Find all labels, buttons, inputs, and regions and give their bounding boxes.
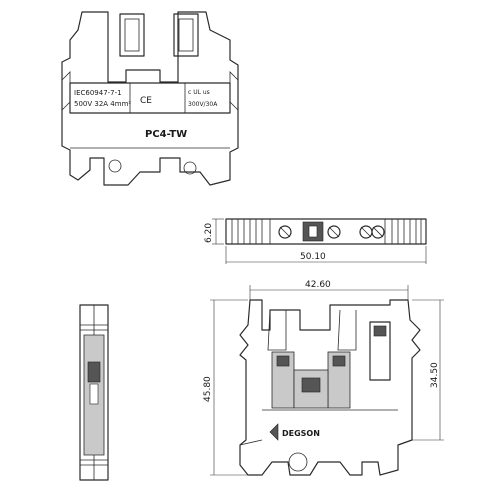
front-view-side-notches <box>61 71 239 111</box>
screw-left-outer <box>278 225 292 239</box>
main-view-inner-height-dimension: 34.50 <box>412 299 444 441</box>
main-view-foot-hole <box>288 452 308 472</box>
screw-left-inner <box>327 225 341 239</box>
main-view-right-channel <box>337 309 357 351</box>
main-view-bridge-slot <box>301 377 321 393</box>
ce-mark: CE <box>140 96 152 106</box>
ul-rating-text: 300V/30A <box>188 101 218 108</box>
front-view-top-slot-right-inner <box>178 18 194 52</box>
main-view-clamp-right-top <box>332 355 346 367</box>
side-view-window <box>89 383 99 405</box>
main-view-left-channel <box>267 309 287 351</box>
front-view-label-plate <box>69 82 231 114</box>
top-view-height-dimension: 6.20 <box>204 218 224 245</box>
ul-mark: c UL us <box>188 89 210 96</box>
main-view: DEGSON 42.60 45.80 34.50 <box>203 280 444 476</box>
side-view-outline <box>79 304 109 481</box>
front-view-rating-text: 500V 32A 4mm² <box>74 100 131 108</box>
front-view: IEC60947-7-1 500V 32A 4mm² CE c UL us 30… <box>61 11 239 186</box>
front-view-top-slot-left-inner <box>124 18 140 52</box>
top-view-width-dimension: 50.10 <box>225 246 427 264</box>
side-view <box>79 304 109 481</box>
front-view-foot-hole-2 <box>183 161 197 175</box>
main-view-brand-text: DEGSON <box>282 429 320 438</box>
screw-right-outer <box>371 225 385 239</box>
svg-text:45.80: 45.80 <box>203 376 213 402</box>
top-view-ribs-right <box>391 219 422 244</box>
front-view-outline <box>61 11 239 186</box>
top-view: 6.20 50.10 <box>204 218 427 264</box>
svg-text:34.50: 34.50 <box>430 362 440 388</box>
front-view-standard-text: IEC60947-7-1 <box>74 89 122 97</box>
main-view-outline <box>239 299 421 476</box>
main-view-right-clamp <box>369 321 391 381</box>
top-view-outline <box>225 218 427 245</box>
svg-text:50.10: 50.10 <box>300 252 326 262</box>
svg-text:42.60: 42.60 <box>305 280 331 290</box>
degson-logo-icon <box>269 423 279 441</box>
svg-text:6.20: 6.20 <box>204 223 214 243</box>
screw-right-inner <box>359 225 373 239</box>
front-view-foot-hole <box>108 159 122 173</box>
main-view-clamp-left-top <box>276 355 290 367</box>
main-view-right-clamp-top <box>373 325 387 337</box>
top-view-ribs-left <box>231 219 263 244</box>
side-view-window-top <box>87 361 101 383</box>
main-view-total-height-dimension: 45.80 <box>203 299 248 476</box>
main-view-width-dimension: 42.60 <box>249 280 409 300</box>
front-view-top-slot-right <box>173 13 199 57</box>
main-view-foot-lines <box>239 439 413 446</box>
top-view-center-window <box>308 225 318 238</box>
front-view-model-text: PC4-TW <box>145 129 187 140</box>
front-view-top-slot-left <box>119 13 145 57</box>
